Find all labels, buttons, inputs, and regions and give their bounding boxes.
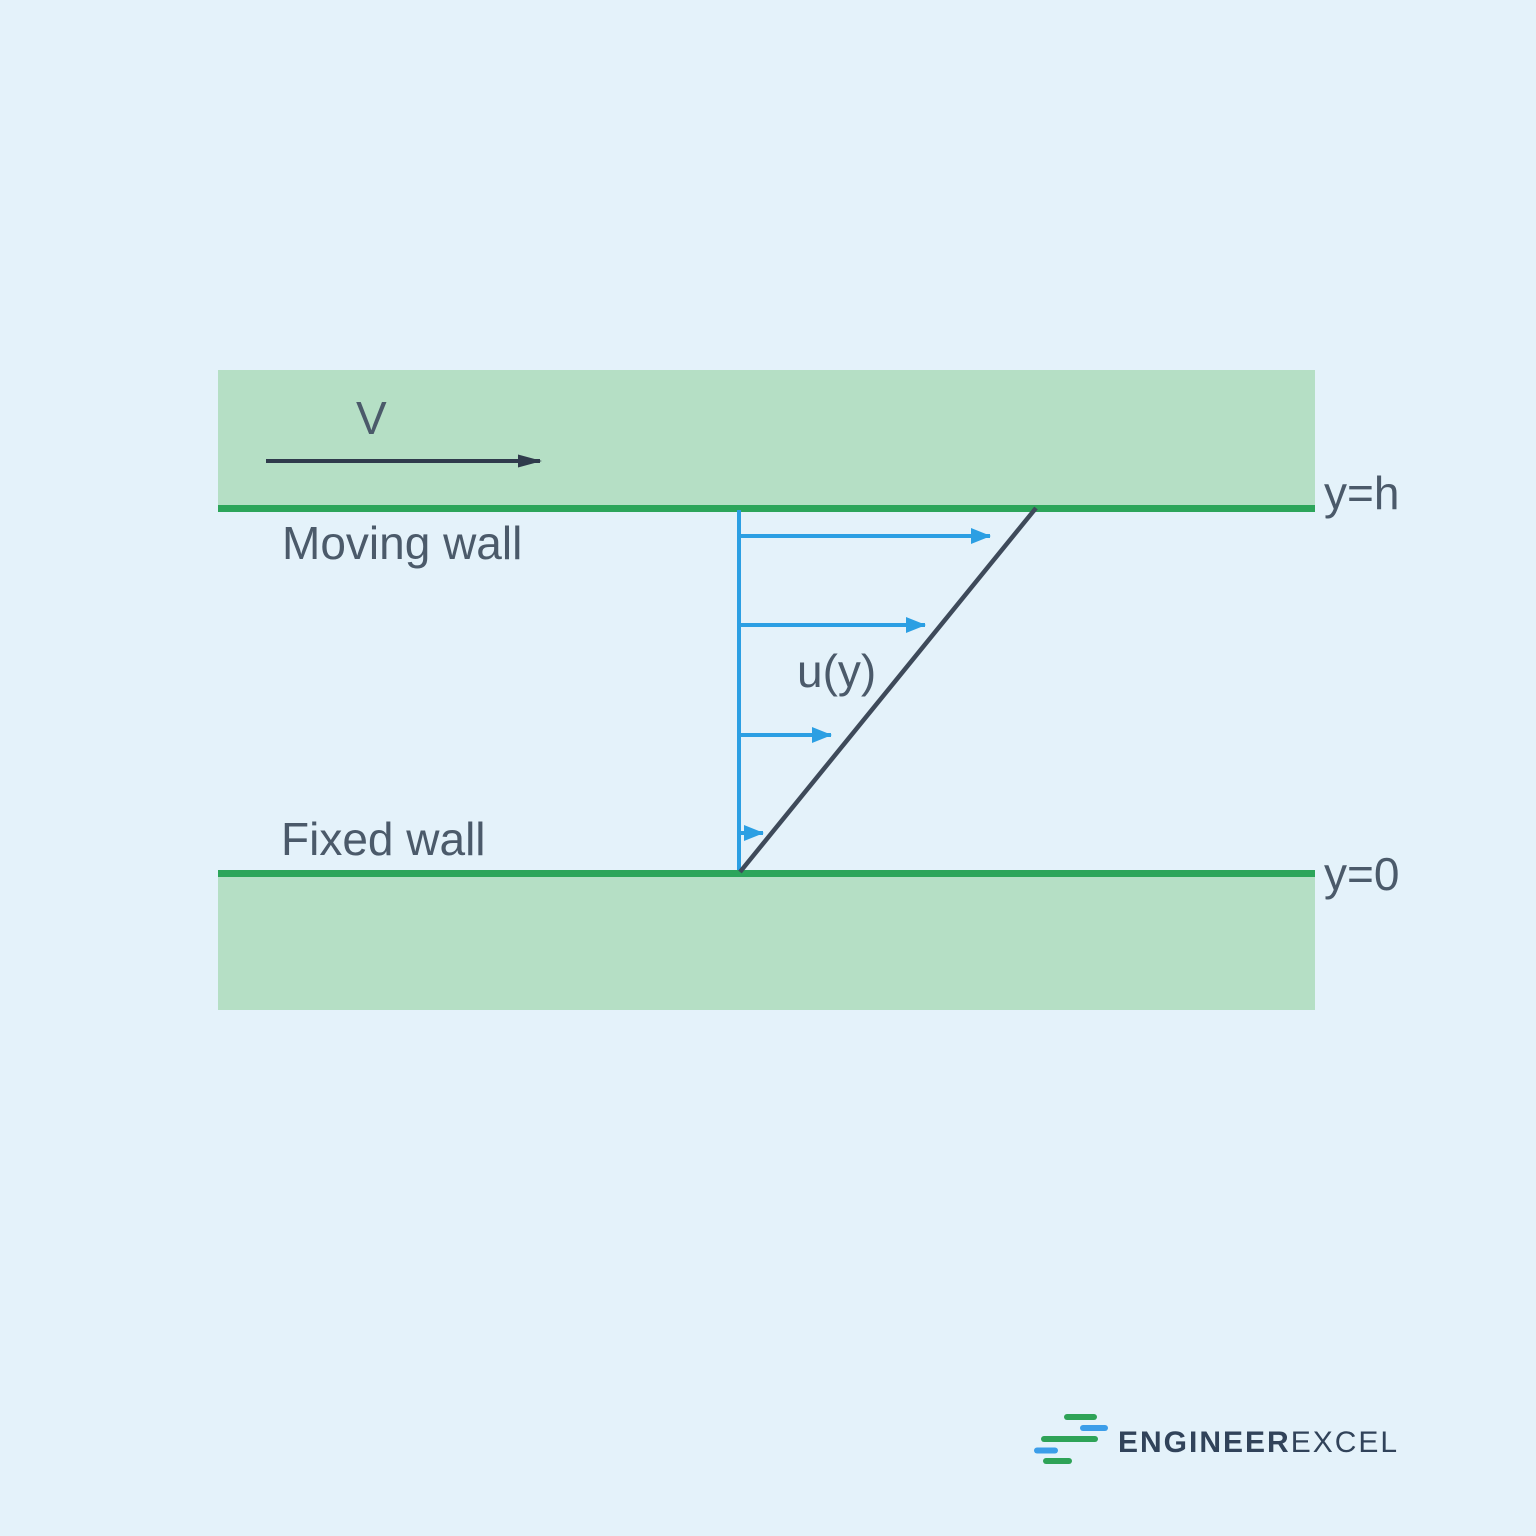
velocity-profile-label: u(y) <box>797 645 877 697</box>
top-boundary-label: y=h <box>1324 467 1400 519</box>
engineerexcel-logo-text: ENGINEEREXCEL <box>1118 1428 1399 1458</box>
logo-bar-blue-2 <box>1034 1447 1058 1454</box>
moving-wall-label: Moving wall <box>282 517 523 569</box>
logo-text-engineer: ENGINEER <box>1118 1426 1291 1459</box>
logo-bar-green-1 <box>1064 1414 1097 1420</box>
fixed-wall-slab <box>218 870 1315 1010</box>
engineerexcel-logo: ENGINEEREXCEL <box>1030 1408 1399 1468</box>
fixed-wall-label: Fixed wall <box>281 813 486 865</box>
logo-bar-blue-1 <box>1080 1425 1108 1431</box>
bottom-boundary-label: y=0 <box>1324 848 1400 900</box>
engineerexcel-logo-icon <box>1034 1414 1108 1464</box>
velocity-gradient-line <box>738 506 1038 874</box>
logo-bar-green-3 <box>1043 1458 1072 1464</box>
logo-text-excel: EXCEL <box>1290 1426 1400 1459</box>
velocity-label: V <box>356 392 387 444</box>
logo-bar-green-2 <box>1041 1436 1098 1442</box>
